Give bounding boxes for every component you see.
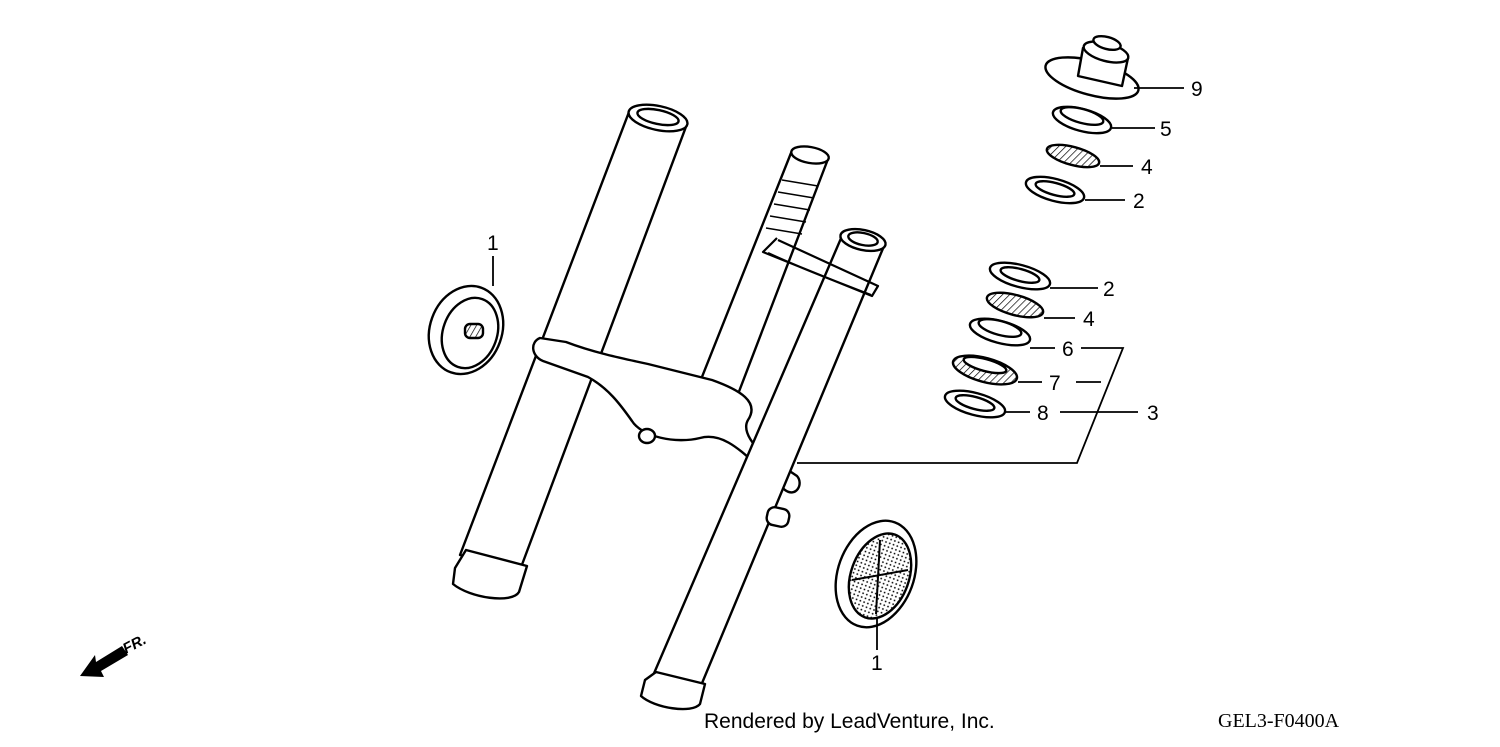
lower-bearing-stack — [943, 261, 1052, 419]
left-cap — [427, 284, 505, 376]
callout-7: 7 — [1049, 372, 1061, 395]
callout-3: 3 — [1147, 402, 1159, 425]
front-direction-arrow-icon: FR. — [80, 631, 149, 677]
bottom-bridge — [532, 336, 801, 494]
diagram-code: GEL3-F0400A — [1218, 710, 1340, 732]
right-fork-tube — [639, 227, 887, 711]
callout-2-lower: 2 — [1103, 278, 1115, 301]
callout-1-left: 1 — [487, 232, 499, 255]
bridge-pinch-bolt — [637, 427, 657, 445]
top-bearing-stack — [1024, 34, 1140, 205]
callout-6: 6 — [1062, 338, 1074, 361]
callout-1-right: 1 — [871, 652, 883, 675]
callout-8: 8 — [1037, 402, 1049, 425]
cable-guide — [761, 237, 880, 298]
callout-4-lower: 4 — [1083, 308, 1095, 331]
right-emblem-cap — [834, 519, 918, 629]
render-credit: Rendered by LeadVenture, Inc. — [704, 710, 995, 733]
callout-5: 5 — [1160, 118, 1172, 141]
left-fork-tube — [451, 103, 689, 600]
callout-2-top: 2 — [1133, 190, 1145, 213]
callout-4-top: 4 — [1141, 156, 1153, 179]
callout-9: 9 — [1191, 78, 1203, 101]
leader-lines — [492, 87, 1184, 650]
